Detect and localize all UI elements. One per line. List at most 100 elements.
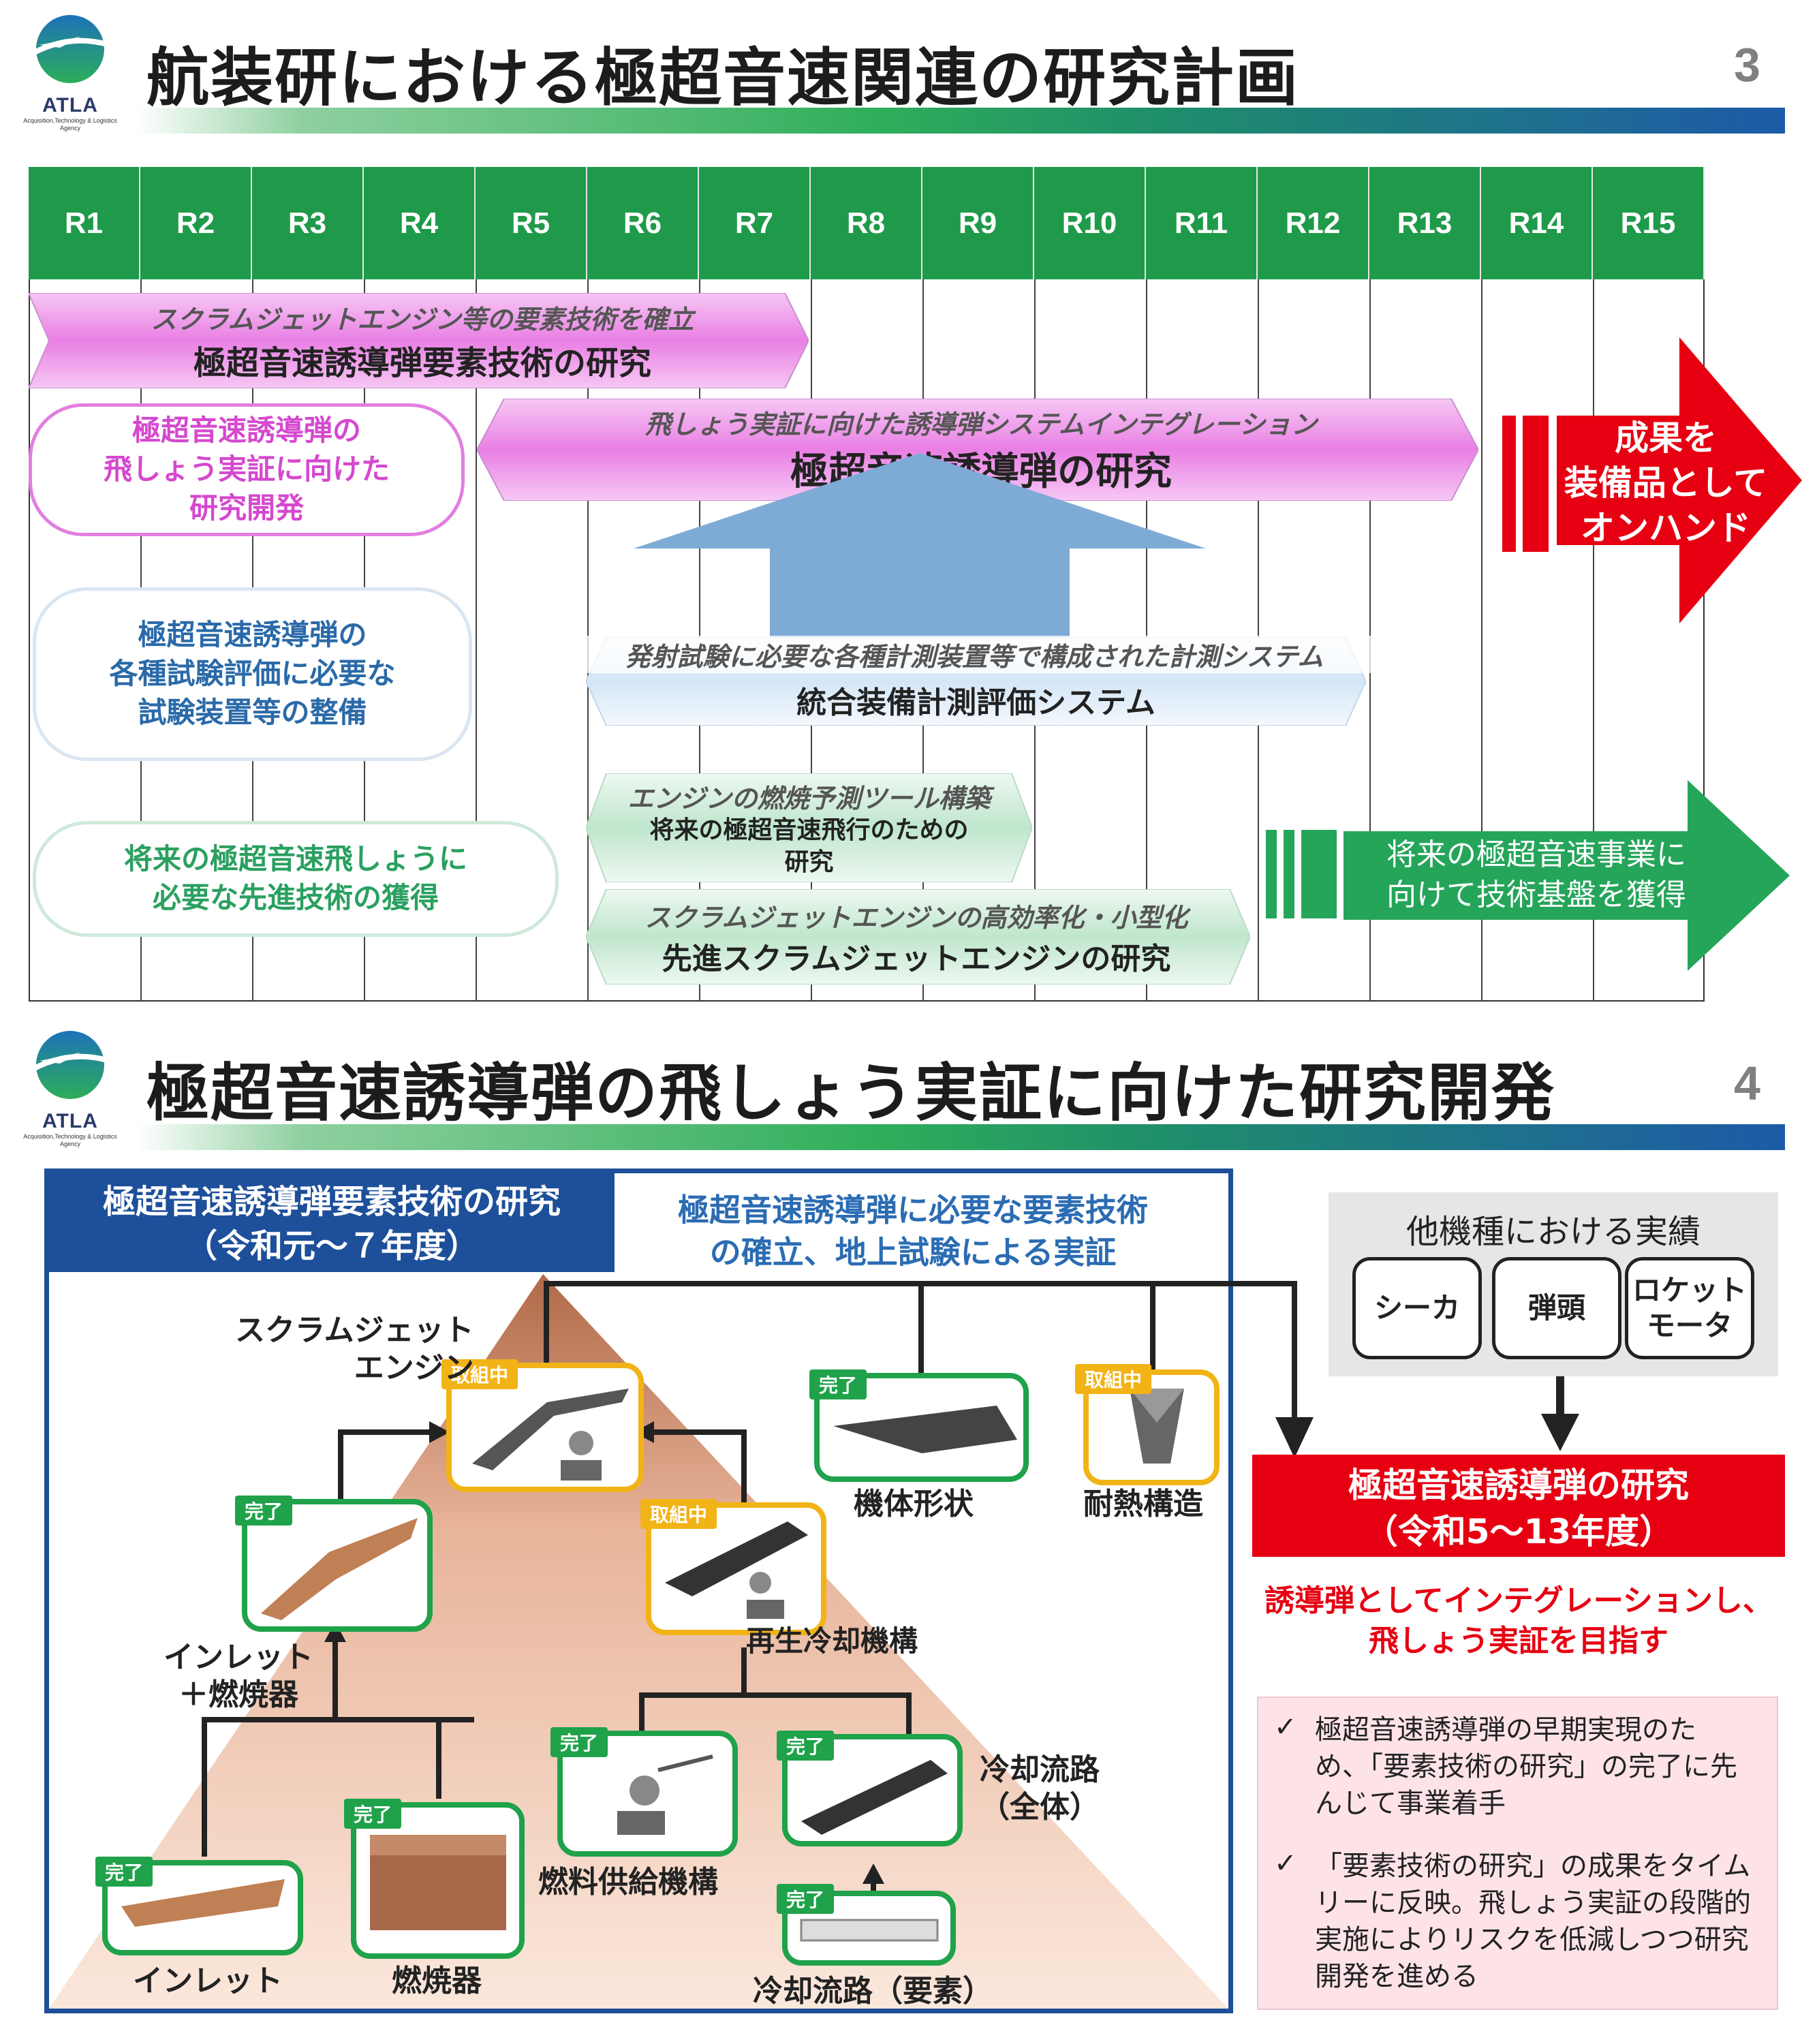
- page-title: 航装研における極超音速関連の研究計画: [146, 42, 1300, 114]
- year-header-cell: R9: [922, 167, 1034, 279]
- row4a-subtitle: エンジンの燃焼予測ツール構築: [627, 784, 991, 814]
- year-gridline: [1481, 279, 1482, 1002]
- inlet-image: [121, 1879, 285, 1927]
- year-header-cell: R12: [1258, 167, 1369, 279]
- status-done: 完了: [235, 1496, 293, 1526]
- row3-subtitle: 発射試験に必要な各種計測装置等で構成された計測システム: [572, 636, 1376, 673]
- atla-logo-sub: Acquisition,Technology & Logistics Agenc…: [23, 1133, 117, 1147]
- connector: [1150, 1281, 1155, 1369]
- year-header-cell: R3: [252, 167, 364, 279]
- green-future-arrow: [1344, 780, 1790, 971]
- status-done: 完了: [344, 1799, 402, 1829]
- red-bar-2: [1523, 416, 1549, 552]
- goal-text: 誘導弾としてインテグレーションし、 飛しょう実証を目指す: [1264, 1583, 1773, 1659]
- arrow-down-icon: [1275, 1417, 1314, 1458]
- row2-band: [477, 399, 1478, 501]
- connector: [202, 1717, 474, 1722]
- other-result-item: ロケット モータ: [1625, 1257, 1754, 1359]
- title-underline: [136, 108, 1785, 134]
- other-result-item: シーカ: [1352, 1257, 1482, 1359]
- atla-globe-icon: [24, 1031, 119, 1099]
- connector: [741, 1429, 747, 1504]
- connector: [338, 1429, 343, 1538]
- row1-subtitle: スクラムジェットエンジン等の要素技術を確立: [151, 304, 694, 335]
- connector: [906, 1692, 912, 1737]
- slide3-logo: ATLA Acquisition,Technology & Logistics …: [19, 10, 121, 132]
- card-airframe: [814, 1373, 1029, 1482]
- red-arrow-text: 成果を 装備品として オンハンド: [1564, 418, 1768, 548]
- year-header-cell: R7: [699, 167, 811, 279]
- row1-title: 極超音速誘導弾要素技術の研究: [193, 343, 651, 382]
- year-gridline: [1593, 279, 1594, 1002]
- arrow-left-icon: [634, 1421, 654, 1443]
- title-underline-2: [136, 1124, 1785, 1150]
- label-combustor: 燃焼器: [392, 1964, 482, 1998]
- note-1: 極超音速誘導弾の早期実現のた め、「要素技術の研究」の完了に先 んじて事業着手: [1315, 1714, 1737, 1819]
- green-bar-1: [1266, 830, 1277, 918]
- hypersonic-missile-research-box: 極超音速誘導弾の研究 （令和5～13年度）: [1252, 1455, 1785, 1557]
- status-done: 完了: [550, 1727, 608, 1757]
- label-airframe: 機体形状: [854, 1487, 974, 1521]
- year-header-cell: R14: [1481, 167, 1593, 279]
- connector: [741, 1647, 747, 1695]
- airframe-image: [833, 1406, 1017, 1453]
- row4b-subtitle: スクラムジェットエンジンの高効率化・小型化: [645, 902, 1188, 933]
- year-header-cell: R15: [1593, 167, 1705, 279]
- status-in-progress: 取組中: [441, 1359, 518, 1389]
- scramjet-engine-image: [472, 1389, 629, 1481]
- row4b-text: スクラムジェットエンジンの高効率化・小型化 先進スクラムジェットエンジンの研究: [600, 891, 1233, 983]
- atla-logo-text: ATLA: [42, 94, 98, 117]
- inlet-combustor-image: [261, 1518, 418, 1620]
- connector: [338, 1429, 433, 1435]
- status-done: 完了: [95, 1857, 153, 1887]
- red-bar-1: [1502, 416, 1516, 552]
- year-header-cell: R4: [364, 167, 476, 279]
- atla-logo-sub: Acquisition,Technology & Logistics Agenc…: [23, 117, 117, 131]
- status-done: 完了: [777, 1731, 835, 1761]
- row2-label: 極超音速誘導弾の 飛しょう実証に向けた 研究開発: [29, 403, 465, 536]
- row2-subtitle: 飛しょう実証に向けた誘導弾システムインテグレーション: [645, 409, 1318, 439]
- card-scramjet: [446, 1363, 644, 1492]
- arrow-right-icon: [429, 1421, 450, 1443]
- arrow-down-icon: [1541, 1376, 1579, 1451]
- connector: [544, 1281, 549, 1363]
- arrow-up-icon: [324, 1622, 346, 1642]
- year-header-cell: R8: [811, 167, 922, 279]
- element-research-box: [44, 1168, 1233, 2013]
- green-bar-2: [1284, 830, 1294, 918]
- connector: [1292, 1281, 1297, 1431]
- year-header-cell: R5: [476, 167, 587, 279]
- cooling-path-all-image: [801, 1760, 948, 1835]
- status-done: 完了: [777, 1884, 835, 1914]
- row1-band: [29, 293, 809, 388]
- card-combustor: [351, 1802, 525, 1959]
- note-check-icon: ✓: [1274, 1848, 1297, 1879]
- year-header-cell: R1: [29, 167, 140, 279]
- row3-label: 極超音速誘導弾の 各種試験評価に必要な 試験装置等の整備: [33, 587, 472, 761]
- cooling-path-elem-image: [800, 1919, 939, 1942]
- label-scramjet: スクラムジェット エンジン: [235, 1313, 474, 1385]
- green-arrow-text: 将来の極超音速事業に 向けて技術基盤を獲得: [1386, 837, 1686, 913]
- regen-cooling-image: [665, 1521, 808, 1619]
- year-gridline: [476, 279, 477, 1002]
- green-bar-3: [1301, 830, 1337, 918]
- status-in-progress: 取組中: [1075, 1364, 1152, 1394]
- slide4-logo: ATLA Acquisition,Technology & Logistics …: [19, 1025, 121, 1148]
- row4a-title: 将来の極超音速飛行のための 研究: [649, 816, 969, 876]
- label-regen-cooling: 再生冷却機構: [746, 1624, 918, 1658]
- fuel-supply-image: [617, 1754, 713, 1835]
- row1-text: スクラムジェットエンジン等の要素技術を確立 極超音速誘導弾要素技術の研究: [55, 294, 790, 387]
- status-in-progress: 取組中: [640, 1499, 717, 1529]
- row4a-text: エンジンの燃焼予測ツール構築 将来の極超音速飛行のための 研究: [596, 775, 1022, 881]
- connector: [202, 1717, 207, 1857]
- atla-logo-text: ATLA: [42, 1110, 98, 1132]
- label-inlet-combustor: インレット ＋燃焼器: [164, 1640, 313, 1712]
- other-results-title: 他機種における実績: [1406, 1213, 1700, 1251]
- page-number: 3: [1734, 38, 1760, 91]
- label-fuel-supply: 燃料供給機構: [538, 1865, 718, 1900]
- page-title-2: 極超音速誘導弾の飛しょう実証に向けた研究開発: [146, 1057, 1556, 1130]
- element-research-caption: 極超音速誘導弾に必要な要素技術 の確立、地上試験による実証: [678, 1192, 1148, 1271]
- year-header-cell: R6: [587, 167, 699, 279]
- label-cooling-path-elem: 冷却流路（要素）: [753, 1974, 993, 2009]
- element-research-title: 極超音速誘導弾要素技術の研究 （令和元～７年度）: [49, 1173, 615, 1272]
